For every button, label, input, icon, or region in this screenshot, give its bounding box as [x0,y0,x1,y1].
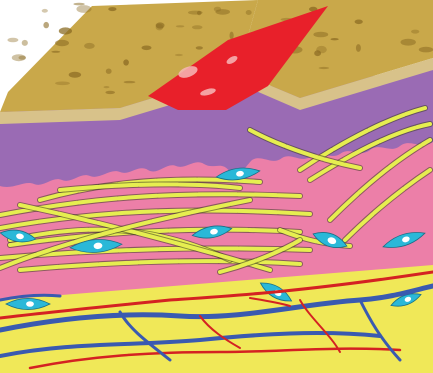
crust-speck [51,51,60,53]
crust-speck [76,5,91,13]
crust-speck [319,67,330,69]
crust-speck [22,40,28,46]
crust-speck [419,47,433,53]
crust-speck [104,86,110,88]
crust-speck [331,38,339,40]
crust-speck [73,3,84,6]
crust-speck [401,39,416,46]
crust-speck [106,69,112,74]
crust-speck [176,25,185,27]
crust-speck [69,72,81,78]
crust-speck [59,27,72,34]
crust-speck [246,10,252,15]
crust-speck [156,24,164,31]
crust-speck [55,40,69,46]
crust-speck [124,81,136,83]
crust-speck [196,46,203,49]
crust-speck [230,32,234,40]
crust-speck [188,11,203,15]
crust-speck [123,59,129,65]
crust-speck [19,56,26,60]
crust-speck [192,25,203,29]
crust-speck [84,43,95,49]
crust-speck [314,50,321,56]
crust-speck [105,91,115,94]
crust-speck [411,30,419,34]
crust-speck [108,7,116,11]
crust-speck [356,44,361,52]
crust-speck [7,38,18,43]
crust-speck [43,22,49,28]
crust-speck [142,46,152,51]
crust-speck [175,54,183,56]
crust-speck [42,9,48,13]
crust-speck [214,7,221,12]
crust-speck [313,32,328,38]
crust-speck [55,82,70,86]
crust-speck [355,20,363,25]
